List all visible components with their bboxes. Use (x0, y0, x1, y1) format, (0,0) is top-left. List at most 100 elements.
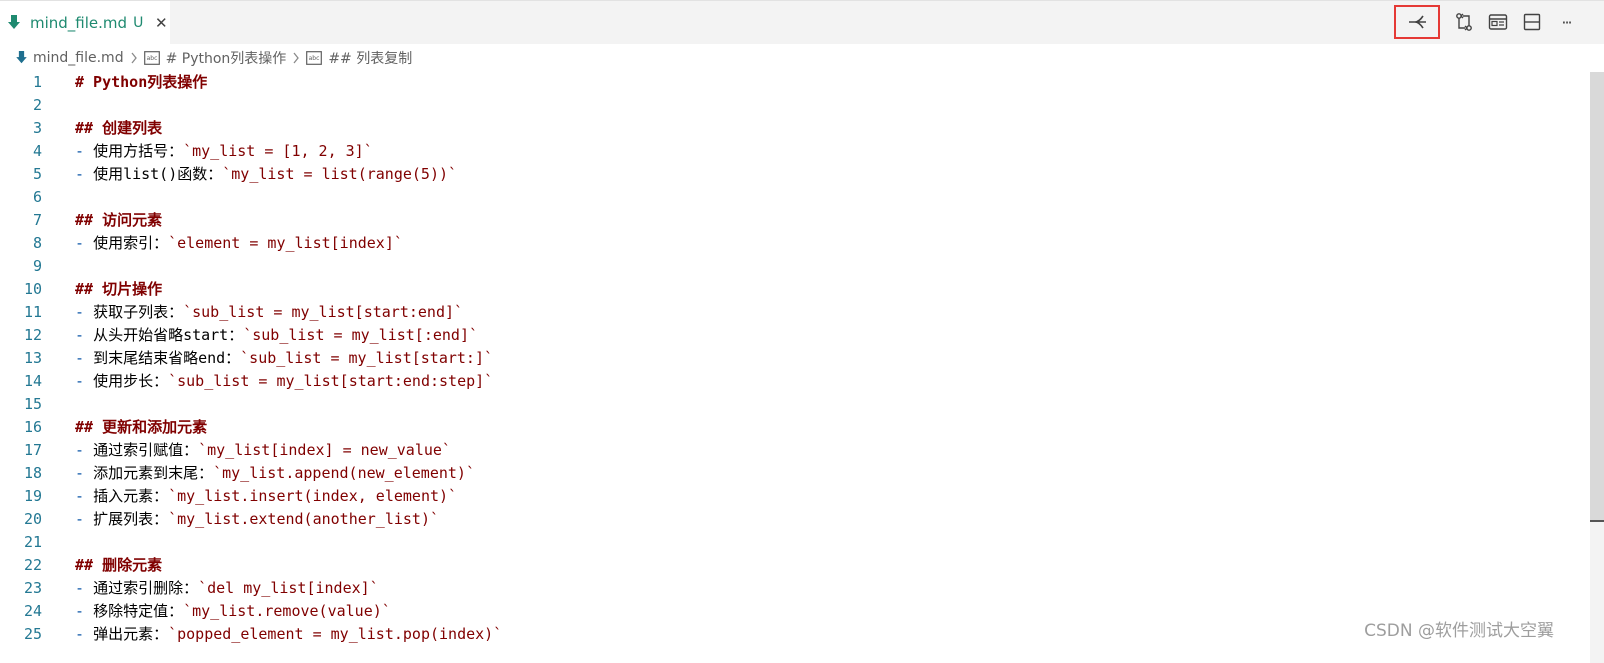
line-number: 6 (32, 187, 42, 206)
list-item: - 添加元素到末尾：`my_list.append(new_element)` (75, 464, 475, 482)
more-actions-button[interactable]: ··· (1550, 6, 1582, 38)
mindmap-icon (1406, 13, 1428, 31)
svg-text:abc: abc (309, 55, 320, 62)
editor-line[interactable]: 11 - 获取子列表：`sub_list = my_list[start:end… (0, 300, 1580, 323)
line-number: 1 (32, 72, 42, 91)
mindmap-button[interactable] (1394, 5, 1440, 39)
editor-line[interactable]: 13 - 到末尾结束省略end：`sub_list = my_list[star… (0, 346, 1580, 369)
editor-line[interactable]: 20 - 扩展列表：`my_list.extend(another_list)` (0, 507, 1580, 530)
editor-line[interactable]: 1 # Python列表操作 (0, 70, 1580, 93)
line-number: 24 (23, 601, 42, 620)
markdown-file-icon (8, 15, 22, 31)
symbol-string-icon: abc (306, 51, 323, 65)
editor-line[interactable]: 24 - 移除特定值：`my_list.remove(value)` (0, 599, 1580, 622)
list-item: - 使用步长：`sub_list = my_list[start:end:ste… (75, 372, 494, 390)
editor-line[interactable]: 3 ## 创建列表 (0, 116, 1580, 139)
editor-line[interactable]: 6 (0, 185, 1580, 208)
list-item: - 插入元素：`my_list.insert(index, element)` (75, 487, 458, 505)
watermark: CSDN @软件测试大空翼 (1364, 621, 1554, 641)
chevron-right-icon (130, 52, 138, 64)
open-changes-button[interactable] (1448, 6, 1480, 38)
list-item: - 使用索引：`element = my_list[index]` (75, 234, 403, 252)
line-number: 23 (23, 578, 42, 597)
chevron-right-icon (292, 52, 300, 64)
editor-line[interactable]: 15 (0, 392, 1580, 415)
editor-line[interactable]: 16 ## 更新和添加元素 (0, 415, 1580, 438)
close-icon[interactable]: ✕ (155, 14, 168, 32)
line-number: 18 (23, 463, 42, 482)
editor-line[interactable]: 25 - 弹出元素：`popped_element = my_list.pop(… (0, 622, 1580, 645)
breadcrumb-item-h2[interactable]: abc ## 列表复制 (306, 48, 412, 68)
heading-text: ## 访问元素 (75, 211, 163, 229)
preview-icon (1488, 13, 1508, 31)
symbol-string-icon: abc (143, 51, 160, 65)
list-item: - 到末尾结束省略end：`sub_list = my_list[start:]… (75, 349, 494, 367)
editor-line[interactable]: 21 (0, 530, 1580, 553)
list-item: - 扩展列表：`my_list.extend(another_list)` (75, 510, 440, 528)
tab-bar: mind_file.md U ✕ (0, 0, 1604, 45)
line-number: 9 (32, 256, 42, 275)
breadcrumb-item-h1[interactable]: abc # Python列表操作 (143, 48, 287, 68)
heading-text: ## 更新和添加元素 (75, 418, 208, 436)
heading-text: ## 创建列表 (75, 119, 163, 137)
heading-text: ## 切片操作 (75, 280, 163, 298)
editor-line[interactable]: 4 - 使用方括号：`my_list = [1, 2, 3]` (0, 139, 1580, 162)
scrollbar-thumb[interactable] (1590, 72, 1604, 520)
editor-line[interactable]: 7 ## 访问元素 (0, 208, 1580, 231)
editor-line[interactable]: 18 - 添加元素到末尾：`my_list.append(new_element… (0, 461, 1580, 484)
line-number: 5 (32, 164, 42, 183)
list-item: - 通过索引删除：`del my_list[index]` (75, 579, 379, 597)
git-compare-icon (1454, 12, 1474, 32)
breadcrumb-label: mind_file.md (33, 50, 124, 66)
list-item: - 获取子列表：`sub_list = my_list[start:end]` (75, 303, 464, 321)
editor-line[interactable]: 12 - 从头开始省略start：`sub_list = my_list[:en… (0, 323, 1580, 346)
breadcrumb-label: # Python列表操作 (165, 51, 287, 67)
line-number: 8 (32, 233, 42, 252)
line-number: 22 (23, 555, 42, 574)
more-icon: ··· (1561, 12, 1572, 32)
editor-line[interactable]: 5 - 使用list()函数：`my_list = list(range(5))… (0, 162, 1580, 185)
line-number: 7 (32, 210, 42, 229)
line-number: 20 (23, 509, 42, 528)
list-item: - 弹出元素：`popped_element = my_list.pop(ind… (75, 625, 503, 643)
heading-text: # Python列表操作 (75, 73, 208, 91)
line-number: 3 (32, 118, 42, 137)
line-number: 16 (23, 417, 42, 436)
editor-line[interactable]: 17 - 通过索引赋值：`my_list[index] = new_value` (0, 438, 1580, 461)
line-number: 4 (32, 141, 42, 160)
open-preview-button[interactable] (1482, 6, 1514, 38)
editor-line[interactable]: 23 - 通过索引删除：`del my_list[index]` (0, 576, 1580, 599)
list-item: - 使用list()函数：`my_list = list(range(5))` (75, 165, 458, 183)
editor-line[interactable]: 10 ## 切片操作 (0, 277, 1580, 300)
split-editor-button[interactable] (1516, 6, 1548, 38)
list-item: - 移除特定值：`my_list.remove(value)` (75, 602, 391, 620)
editor-actions: ··· (1392, 5, 1582, 39)
line-number: 19 (23, 486, 42, 505)
list-item: - 使用方括号：`my_list = [1, 2, 3]` (75, 142, 373, 160)
list-item: - 通过索引赋值：`my_list[index] = new_value` (75, 441, 451, 459)
line-number: 10 (23, 279, 42, 298)
line-number: 15 (23, 394, 42, 413)
breadcrumb-item-file[interactable]: mind_file.md (16, 50, 124, 66)
heading-text: ## 删除元素 (75, 556, 163, 574)
breadcrumb-label: ## 列表复制 (328, 51, 413, 67)
split-editor-icon (1523, 13, 1541, 31)
line-number: 17 (23, 440, 42, 459)
line-number: 14 (23, 371, 42, 390)
line-number: 21 (23, 532, 42, 551)
text-editor[interactable]: 1 # Python列表操作 2 3 ## 创建列表 4 - 使用方括号：`my… (0, 70, 1604, 663)
untracked-status-badge: U (133, 15, 144, 31)
editor-line[interactable]: 9 (0, 254, 1580, 277)
line-number: 11 (23, 302, 42, 321)
line-number: 2 (32, 95, 42, 114)
editor-line[interactable]: 8 - 使用索引：`element = my_list[index]` (0, 231, 1580, 254)
svg-text:abc: abc (146, 55, 157, 62)
line-number: 25 (23, 624, 42, 643)
editor-line[interactable]: 2 (0, 93, 1580, 116)
line-number: 13 (23, 348, 42, 367)
editor-line[interactable]: 22 ## 删除元素 (0, 553, 1580, 576)
tab-mind-file[interactable]: mind_file.md U ✕ (0, 1, 170, 45)
tab-label: mind_file.md (30, 14, 128, 32)
editor-line[interactable]: 14 - 使用步长：`sub_list = my_list[start:end:… (0, 369, 1580, 392)
editor-line[interactable]: 19 - 插入元素：`my_list.insert(index, element… (0, 484, 1580, 507)
